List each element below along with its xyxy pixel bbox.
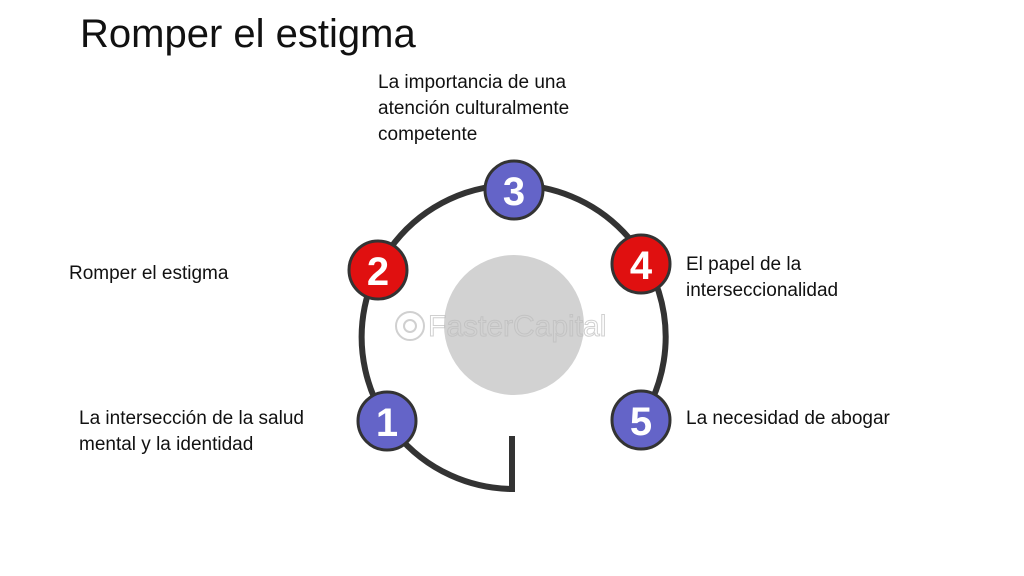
step-number-1: 1 (376, 401, 398, 445)
step-node-5: 5 (610, 389, 672, 451)
step-number-5: 5 (630, 400, 652, 444)
step-label-3: La importancia de una atención culturalm… (378, 72, 570, 145)
step-number-4: 4 (630, 244, 653, 288)
step-label-2: Romper el estigma (69, 263, 229, 284)
watermark-logo: FasterCapital (395, 310, 607, 344)
step-number-3: 3 (503, 170, 525, 214)
center-circle (444, 255, 584, 395)
step-node-1: 1 (356, 390, 418, 452)
step-label-5: La necesidad de abogar (686, 408, 890, 429)
step-number-2: 2 (367, 250, 389, 294)
step-node-3: 3 (483, 159, 545, 221)
step-node-2: 2 (347, 239, 409, 301)
step-label-4: El papel de la interseccionalidad (686, 254, 839, 301)
step-node-4: 4 (610, 233, 672, 295)
step-label-1: La intersección de la salud mental y la … (79, 408, 304, 455)
gear-icon (395, 311, 425, 341)
watermark-text: FasterCapital (428, 310, 606, 343)
page-title: Romper el estigma (80, 12, 416, 56)
